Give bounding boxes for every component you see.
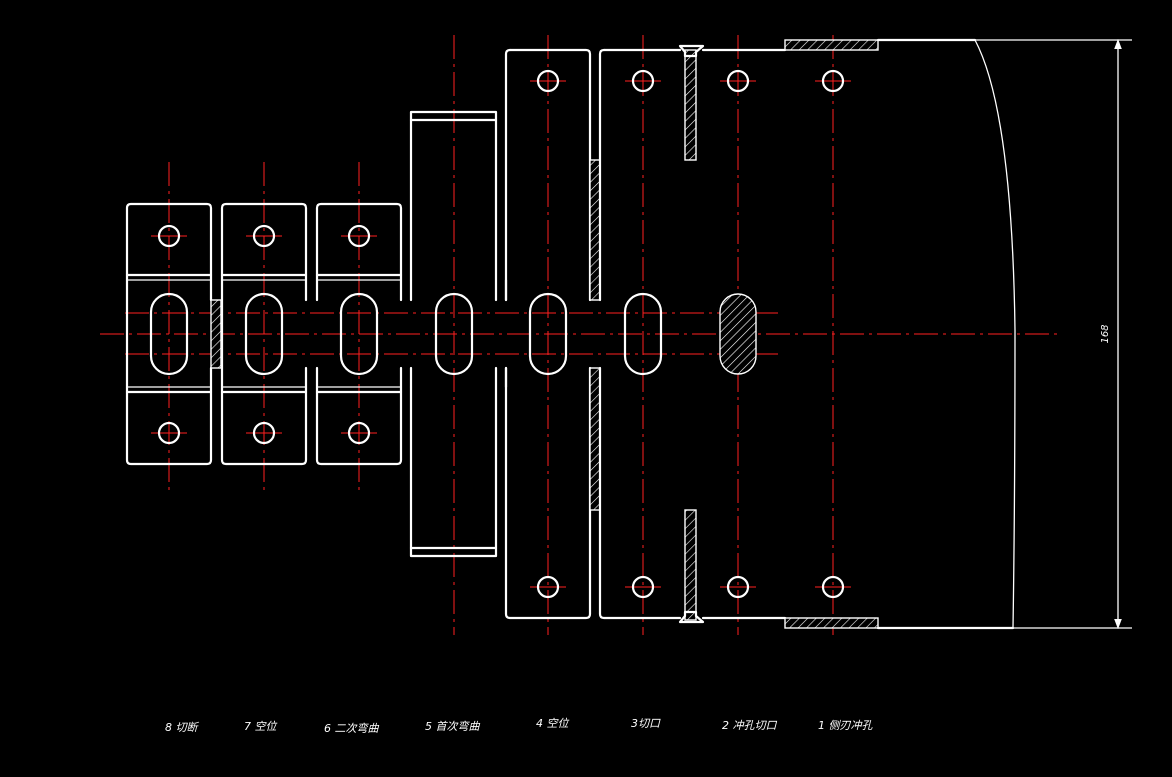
pilot-hole bbox=[536, 575, 560, 599]
station-7-part bbox=[220, 202, 319, 466]
station-label-5: 5 首次弯曲 bbox=[425, 720, 480, 733]
station-label-3: 3切口 bbox=[631, 717, 661, 730]
pilot-holes bbox=[151, 69, 851, 599]
pilot-hole bbox=[157, 224, 181, 248]
oblong-slot-punched bbox=[719, 293, 757, 375]
pilot-hole bbox=[347, 224, 371, 248]
dimension-strip-width: 168 bbox=[975, 38, 1132, 630]
oblong-slot bbox=[339, 292, 379, 376]
station-label-8: 8 切断 bbox=[165, 721, 199, 734]
pilot-hole bbox=[726, 575, 750, 599]
pilot-hole bbox=[631, 575, 655, 599]
strip-end-curve bbox=[974, 39, 1016, 629]
oblong-slot bbox=[528, 292, 568, 376]
pilot-hole bbox=[631, 69, 655, 93]
pilot-hole bbox=[252, 421, 276, 445]
station-label-7: 7 空位 bbox=[244, 720, 277, 733]
dimension-label: 168 bbox=[1100, 324, 1111, 343]
pilot-hole bbox=[726, 69, 750, 93]
station-6-part bbox=[315, 202, 413, 466]
pilot-hole bbox=[536, 69, 560, 93]
station-1-2-strip bbox=[701, 38, 1016, 630]
oblong-slot bbox=[623, 292, 663, 376]
centerlines-horizontal bbox=[100, 312, 1060, 355]
station-label-6: 6 二次弯曲 bbox=[324, 722, 379, 735]
station-labels: 8 切断 7 空位 6 二次弯曲 5 首次弯曲 4 空位 3切口 2 冲孔切口 … bbox=[165, 717, 873, 735]
pilot-hole bbox=[252, 224, 276, 248]
station-8-part bbox=[125, 202, 222, 466]
pilot-hole bbox=[157, 421, 181, 445]
pilot-hole bbox=[347, 421, 371, 445]
station-label-1: 1 侧刃冲孔 bbox=[818, 719, 873, 732]
station-3-part bbox=[598, 44, 705, 624]
pilot-hole bbox=[821, 575, 845, 599]
pilot-hole bbox=[821, 69, 845, 93]
station-label-2: 2 冲孔切口 bbox=[722, 719, 777, 732]
oblong-slot bbox=[434, 292, 474, 376]
oblong-slot bbox=[149, 292, 189, 376]
oblong-slot bbox=[244, 292, 284, 376]
station-label-4: 4 空位 bbox=[536, 717, 569, 730]
slots bbox=[149, 292, 757, 376]
